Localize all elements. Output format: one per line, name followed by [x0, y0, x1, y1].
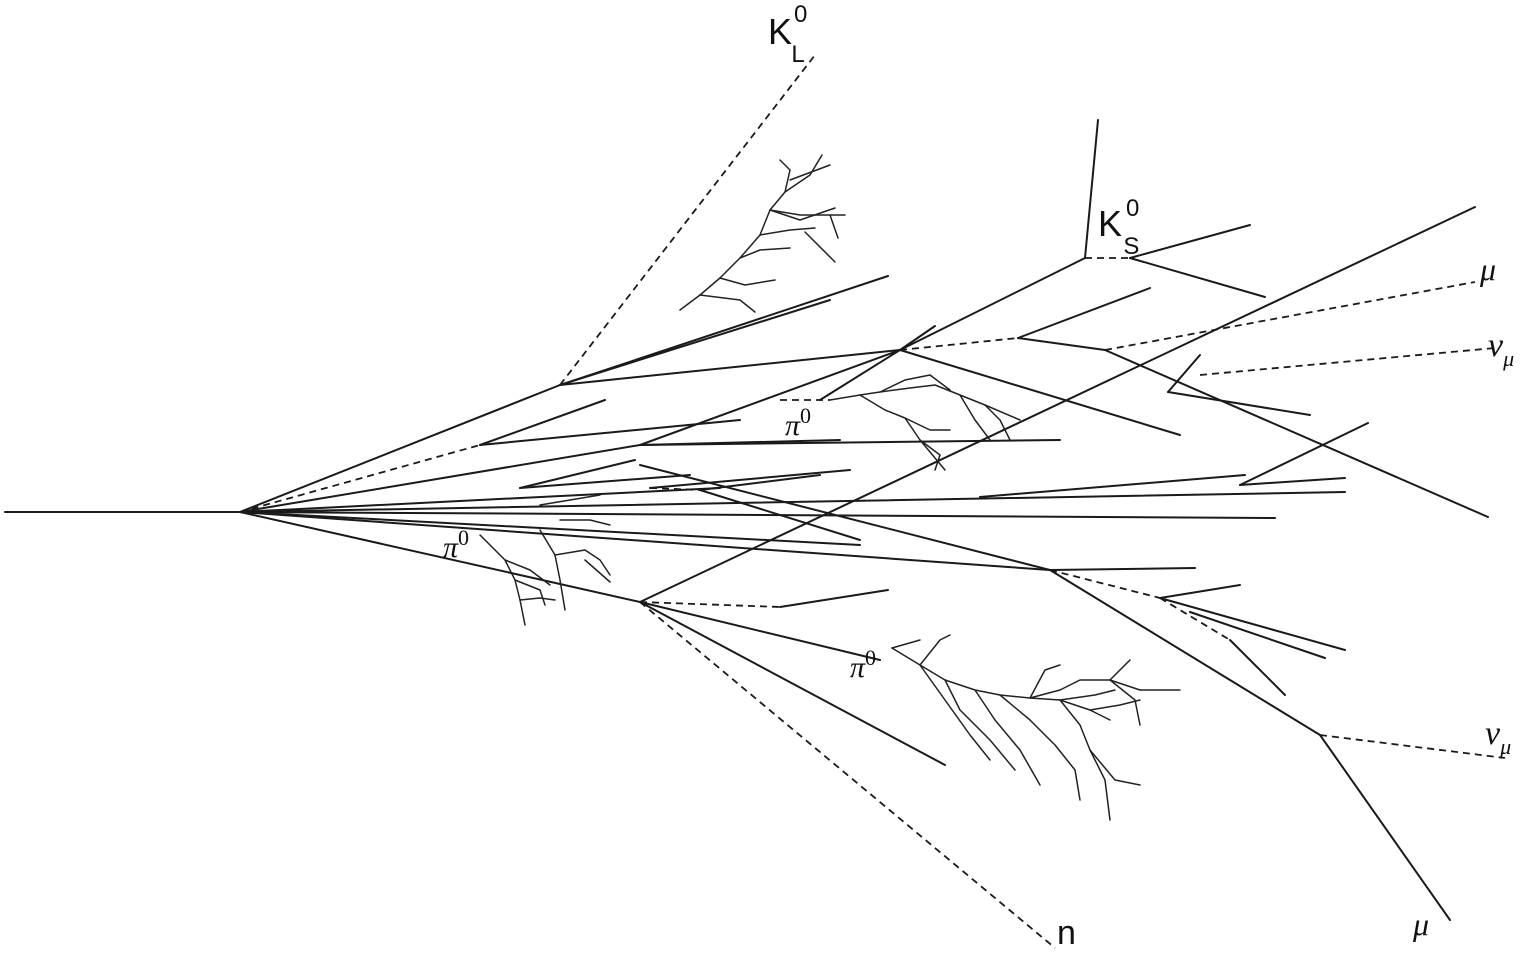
neutral-tracks [239, 54, 1506, 949]
label-muon-neutrino-lower: νμ [1485, 715, 1511, 759]
label-muon-lower: μ [1412, 906, 1429, 942]
label-muon-upper: μ [1479, 251, 1496, 287]
label-pion-a: π0 [785, 403, 811, 442]
em-showers [479, 154, 1181, 821]
label-pion-b: π0 [443, 525, 469, 564]
label-pion-c: π0 [850, 645, 876, 684]
hadron-tracks [239, 119, 1489, 921]
label-neutron: n [1057, 914, 1076, 952]
label-muon-neutrino-upper: νμ [1488, 327, 1514, 371]
